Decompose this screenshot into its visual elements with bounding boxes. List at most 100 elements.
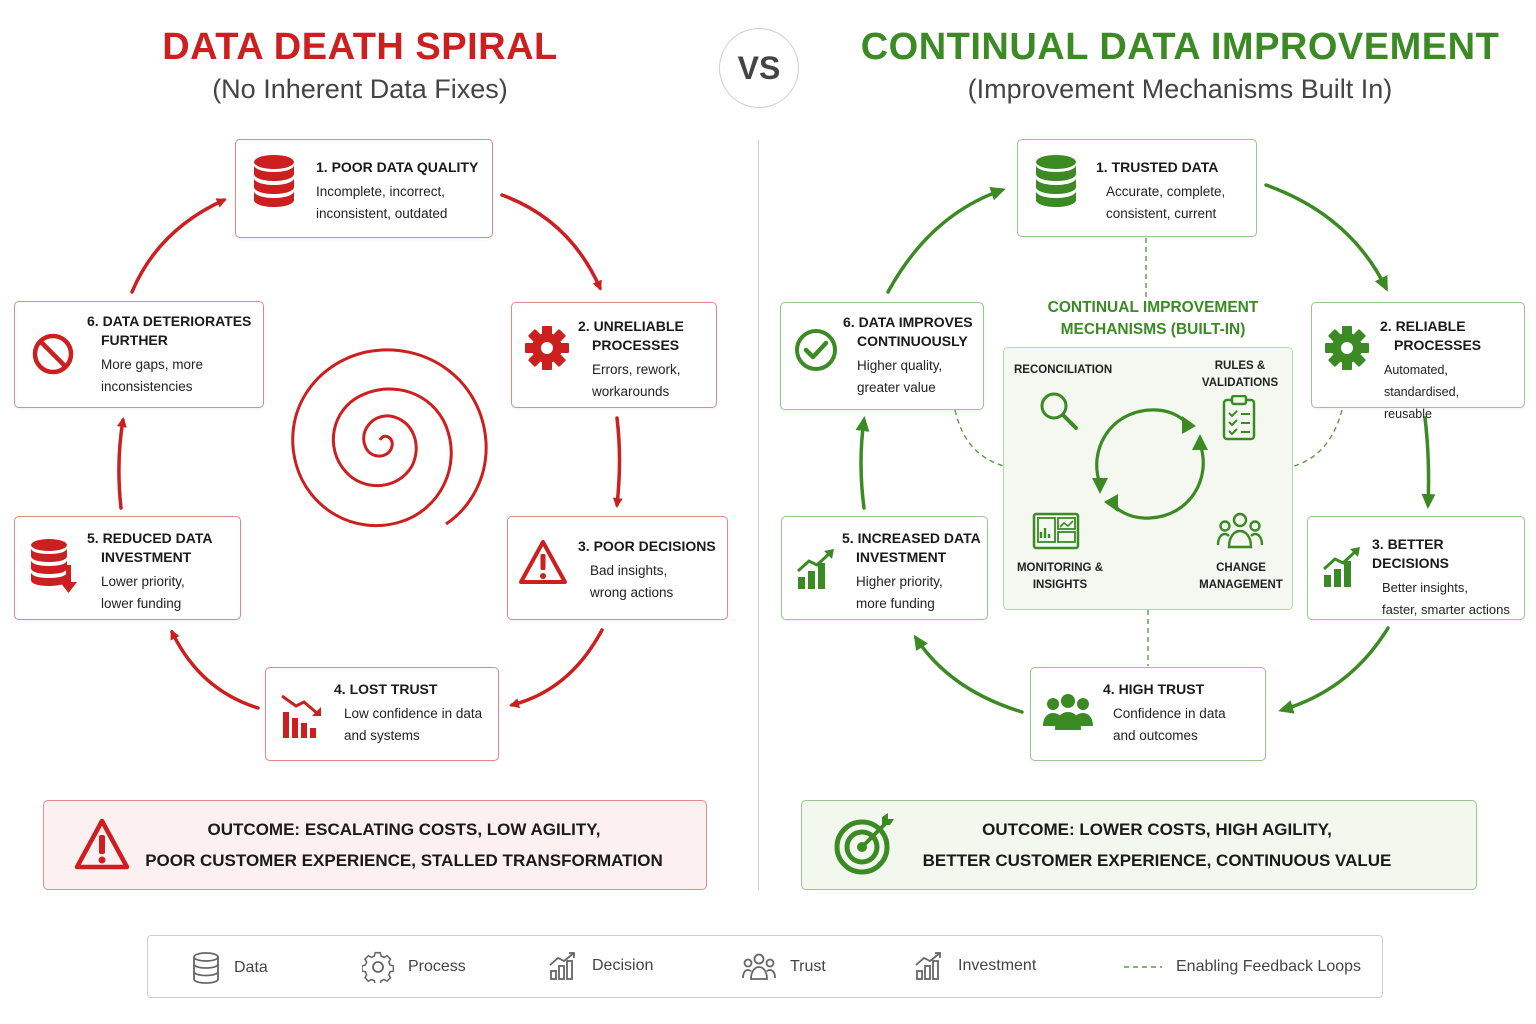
warning-icon [74, 818, 130, 870]
left-subtitle: (No Inherent Data Fixes) [212, 74, 508, 104]
left-card-poor-data-quality: 1. POOR DATA QUALITY Incomplete, incorre… [235, 139, 493, 238]
database-icon [254, 155, 294, 207]
card-desc: Accurate, complete,consistent, current [1106, 184, 1226, 221]
right-card-trusted-data: 1. TRUSTED DATA Accurate, complete,consi… [1017, 139, 1257, 237]
people-icon [1043, 694, 1093, 730]
cycle-arrows-icon [1092, 408, 1208, 520]
arrow-5-6 [116, 417, 127, 510]
right-title: CONTINUAL DATA IMPROVEMENT [860, 26, 1500, 68]
arrow-g-6-1 [886, 187, 1006, 294]
outcome-line-1: OUTCOME: LOWER COSTS, HIGH AGILITY, [982, 820, 1332, 839]
card-desc: Higher quality,greater value [857, 358, 943, 395]
arrow-6-1 [130, 198, 227, 294]
database-icon [1036, 155, 1076, 207]
mechanisms-panel: RECONCILIATION RULES &VALIDATIONS MONITO… [1003, 347, 1293, 610]
right-outcome-box: OUTCOME: LOWER COSTS, HIGH AGILITY, BETT… [801, 800, 1477, 890]
card-title: 4. LOST TRUST [334, 681, 438, 697]
right-subtitle: (Improvement Mechanisms Built In) [967, 74, 1393, 104]
dashed-link-left [954, 409, 1005, 467]
reconciliation-label: RECONCILIATION [1014, 364, 1113, 376]
card-title: 1. POOR DATA QUALITY [316, 159, 479, 175]
outcome-line-2: BETTER CUSTOMER EXPERIENCE, CONTINUOUS V… [922, 851, 1392, 870]
card-title: 3. BETTER DECISIONS [1372, 536, 1450, 571]
chart-icon [549, 952, 575, 980]
arrow-g-5-6 [855, 416, 870, 510]
gear-icon [362, 951, 394, 983]
monitoring-label: MONITORING &INSIGHTS [1016, 562, 1104, 591]
legend-item-feedback-loops: Enabling Feedback Loops [1124, 955, 1361, 979]
spiral-icon [291, 348, 488, 528]
card-desc: Bad insights,wrong actions [590, 563, 674, 600]
rules-label: RULES &VALIDATIONS [1201, 360, 1279, 389]
arrow-3-4 [509, 628, 604, 709]
card-desc: Higher priority,more funding [856, 574, 943, 611]
arrow-2-3 [612, 416, 623, 508]
legend-bar: Data Process Decision [147, 935, 1383, 998]
left-outcome-box: OUTCOME: ESCALATING COSTS, LOW AGILITY, … [43, 800, 707, 890]
legend-item-trust: Trust [742, 953, 826, 981]
legend-item-investment: Investment [914, 951, 1036, 981]
card-desc: Incomplete, incorrect,inconsistent, outd… [316, 184, 448, 221]
check-circle-icon [795, 329, 837, 371]
arrow-g-1-2 [1264, 183, 1388, 292]
card-title: 1. TRUSTED DATA [1096, 159, 1219, 175]
card-title: 3. POOR DECISIONS [578, 538, 716, 554]
outcome-line-1: OUTCOME: ESCALATING COSTS, LOW AGILITY, [207, 820, 601, 839]
center-divider [758, 140, 759, 890]
database-down-icon [31, 539, 77, 593]
legend-item-decision: Decision [548, 951, 653, 981]
target-icon [834, 813, 894, 875]
dashed-line-icon [1124, 966, 1162, 968]
right-card-better-decisions: 3. BETTER DECISIONS Better insights,fast… [1307, 516, 1525, 620]
arrow-1-2 [500, 193, 602, 291]
prohibited-icon [32, 333, 74, 375]
warning-icon [519, 540, 567, 584]
gear-icon [1325, 326, 1369, 370]
legend-item-process: Process [362, 951, 466, 983]
people-icon [742, 953, 776, 980]
arrow-g-2-3 [1421, 416, 1436, 509]
growth-chart-icon [1322, 547, 1360, 587]
growth-chart-icon [796, 549, 834, 589]
monitoring-dashboard-icon [1032, 512, 1080, 550]
chart-icon [915, 952, 941, 980]
card-desc: Automated, standardised,reusable [1384, 363, 1460, 421]
change-management-icon [1216, 512, 1264, 549]
arrow-4-5 [170, 629, 260, 710]
card-title: 4. HIGH TRUST [1103, 681, 1205, 697]
outcome-line-2: POOR CUSTOMER EXPERIENCE, STALLED TRANSF… [145, 851, 663, 870]
vs-badge: VS [719, 28, 799, 108]
database-icon [193, 952, 219, 984]
card-desc: Errors, rework,workarounds [592, 362, 681, 399]
declining-chart-icon [281, 694, 321, 738]
legend-item-data: Data [192, 952, 268, 984]
dashed-link-right [1293, 409, 1343, 467]
left-title: DATA DEATH SPIRAL [162, 26, 558, 68]
checklist-icon [1222, 395, 1256, 441]
arrow-g-3-4 [1278, 626, 1390, 714]
left-card-poor-decisions: 3. POOR DECISIONS Bad insights,wrong act… [507, 516, 728, 620]
card-desc: Lower priority,lower funding [101, 574, 185, 611]
card-desc: Better insights,faster, smarter actions [1382, 580, 1510, 617]
gear-icon [525, 326, 569, 370]
